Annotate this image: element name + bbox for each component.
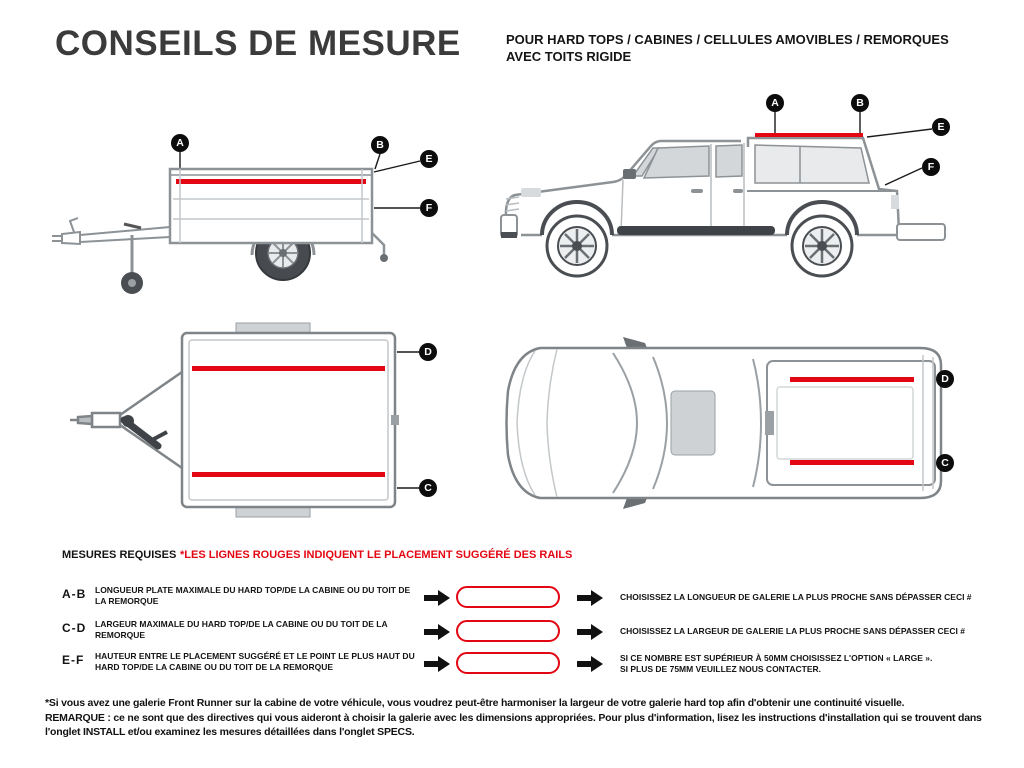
truck-top-illustration	[505, 337, 943, 509]
rail-placement-red-line	[755, 133, 863, 137]
rear-wheel-arch	[785, 200, 859, 236]
marker-c: C	[936, 454, 954, 472]
arrow-right-icon	[577, 589, 603, 607]
windows	[631, 144, 870, 184]
trailer-top-view-diagram: D C	[40, 320, 460, 520]
rail-placement-red-line	[790, 377, 914, 382]
measure-result: CHOISISSEZ LA LONGUEUR DE GALERIE LA PLU…	[620, 592, 972, 602]
footnote-line-1: *Si vous avez une galerie Front Runner s…	[45, 697, 905, 709]
trailer-side-view-diagram: A B E F	[40, 105, 460, 315]
measure-key-label: C-D	[62, 621, 87, 635]
footnote-line-2: REMARQUE : ce ne sont que des directives…	[45, 712, 982, 738]
measure-row-c-d: C-D LARGEUR MAXIMALE DU HARD TOP/DE LA C…	[0, 618, 1024, 654]
measurement-value-box	[456, 652, 560, 674]
bed-handle	[765, 411, 774, 435]
door-handle	[733, 189, 743, 193]
marker-a: A	[766, 94, 784, 112]
arrow-right-icon	[424, 589, 450, 607]
front-wheel	[545, 214, 609, 278]
measure-key-label: A-B	[62, 587, 87, 601]
trailer-box	[168, 167, 374, 245]
marker-d: D	[419, 343, 437, 361]
footnote: *Si vous avez une galerie Front Runner s…	[45, 696, 1007, 740]
arrow-right-icon	[577, 655, 603, 673]
door-seams	[620, 143, 745, 233]
page-title: CONSEILS DE MESURE	[55, 24, 461, 63]
marker-d: D	[936, 370, 954, 388]
truck-top-view-diagram: D C	[495, 335, 975, 525]
leader-lines	[179, 152, 421, 209]
measure-result: CHOISISSEZ LA LARGEUR DE GALERIE LA PLUS…	[620, 626, 965, 636]
marker-e: E	[420, 150, 438, 168]
rail-placement-red-line	[790, 460, 914, 465]
rear-support	[371, 232, 388, 262]
marker-f: F	[922, 158, 940, 176]
truck-side-view-diagram: A B E F	[495, 85, 975, 300]
arrow-right-icon	[577, 623, 603, 641]
measure-result: SI CE NOMBRE EST SUPÉRIEUR À 50MM CHOISI…	[620, 653, 933, 674]
jockey-wheel	[121, 222, 143, 294]
front-end	[500, 188, 541, 238]
bed-canopy-top	[765, 360, 936, 486]
page-subtitle: POUR HARD TOPS / CABINES / CELLULES AMOV…	[506, 31, 949, 65]
leader-lines	[397, 351, 419, 489]
marker-f: F	[420, 199, 438, 217]
trailer-side-illustration	[52, 152, 421, 294]
rocker-step	[617, 226, 775, 235]
truck-side-illustration	[500, 112, 946, 278]
measurement-value-box	[456, 620, 560, 642]
roof-hatch	[670, 390, 716, 456]
rear-wheel	[790, 214, 854, 278]
side-latch	[391, 415, 399, 425]
rear-bumper	[896, 223, 946, 241]
trailer-drawbar	[52, 217, 171, 246]
measure-description: HAUTEUR ENTRE LE PLACEMENT SUGGÉRÉ ET LE…	[95, 651, 415, 672]
door-handle	[691, 189, 703, 193]
trailer-drawbar-top	[70, 370, 183, 470]
marker-b: B	[851, 94, 869, 112]
measures-title: MESURES REQUISES	[62, 549, 177, 561]
jack-crank	[120, 415, 168, 450]
arrow-right-icon	[424, 655, 450, 673]
measurement-value-box	[456, 586, 560, 608]
measure-description: LARGEUR MAXIMALE DU HARD TOP/DE LA CABIN…	[95, 619, 388, 640]
marker-c: C	[419, 479, 437, 497]
marker-a: A	[171, 134, 189, 152]
tailgate-lines	[922, 355, 934, 491]
arrow-right-icon	[424, 623, 450, 641]
side-mirror-top	[623, 337, 647, 348]
measure-description: LONGUEUR PLATE MAXIMALE DU HARD TOP/DE L…	[95, 585, 411, 606]
trailer-top-illustration	[70, 322, 419, 518]
subtitle-line-1: POUR HARD TOPS / CABINES / CELLULES AMOV…	[506, 32, 949, 47]
side-mirror	[623, 169, 636, 179]
leader-lines	[774, 112, 933, 186]
measure-key-label: E-F	[62, 653, 85, 667]
cab-lines	[612, 352, 763, 494]
measure-row-e-f: E-F HAUTEUR ENTRE LE PLACEMENT SUGGÉRÉ E…	[0, 650, 1024, 686]
front-wheel-arch	[540, 200, 614, 236]
rail-placement-red-line	[192, 366, 385, 371]
tail-light	[891, 195, 899, 209]
measures-header: MESURES REQUISES *LES LIGNES ROUGES INDI…	[0, 549, 1024, 565]
red-lines-note: *LES LIGNES ROUGES INDIQUENT LE PLACEMEN…	[180, 549, 573, 561]
side-mirror-bottom	[623, 498, 647, 509]
marker-b: B	[371, 136, 389, 154]
rail-placement-red-line	[192, 472, 385, 477]
trailer-box-top	[180, 331, 399, 509]
measure-row-a-b: A-B LONGUEUR PLATE MAXIMALE DU HARD TOP/…	[0, 584, 1024, 620]
marker-e: E	[932, 118, 950, 136]
rail-placement-red-line	[176, 179, 366, 184]
hood-lines	[516, 348, 558, 498]
subtitle-line-2: AVEC TOITS RIGIDE	[506, 49, 632, 64]
